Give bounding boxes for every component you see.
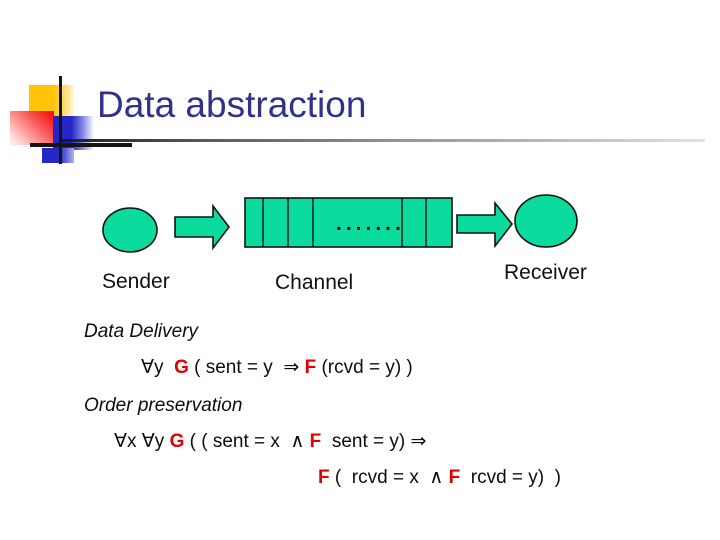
sender-ellipse [102,207,158,253]
formula-text: ∀y [141,357,175,378]
temporal-operator: G [174,357,189,378]
left-arrow-icon [174,203,231,251]
formula-text: rcvd = y) ) [460,467,562,488]
temporal-operator: F [318,467,330,488]
order-preservation-heading: Order preservation [84,395,243,416]
title-underline-rule [60,139,705,142]
formula-text: ∀x ∀y [114,431,170,452]
channel-dots: ....... [336,212,405,235]
sender-label: Sender [102,270,170,293]
formula-text: sent = y) ⇒ [321,431,427,452]
decoration-vertical-line [59,76,62,164]
blue-square-lower [42,148,74,163]
channel-label: Channel [275,271,354,294]
temporal-operator: F [309,431,322,452]
red-square [10,111,54,145]
order-preservation-formula-line1: ∀x ∀y G ( ( sent = x ∧ F sent = y) ⇒ [114,430,426,453]
temporal-operator: F [304,357,317,378]
formula-text: ( ( sent = x ∧ [184,431,310,452]
page-title: Data abstraction [97,84,367,125]
decoration-horizontal-line [30,143,132,147]
formula-text: ( sent = y ⇒ [188,357,305,378]
temporal-operator: G [169,431,185,452]
channel-box [244,197,453,248]
receiver-label: Receiver [504,261,587,284]
formula-text: (rcvd = y) ) [316,357,413,378]
temporal-operator: F [448,467,461,488]
data-delivery-formula: ∀y G ( sent = y ⇒ F (rcvd = y) ) [141,356,413,379]
right-arrow-icon [456,200,514,249]
receiver-ellipse [514,194,578,248]
order-preservation-formula-line2: F ( rcvd = x ∧ F rcvd = y) ) [318,466,561,489]
formula-text: ( rcvd = x ∧ [329,467,449,488]
data-delivery-heading: Data Delivery [84,321,199,342]
